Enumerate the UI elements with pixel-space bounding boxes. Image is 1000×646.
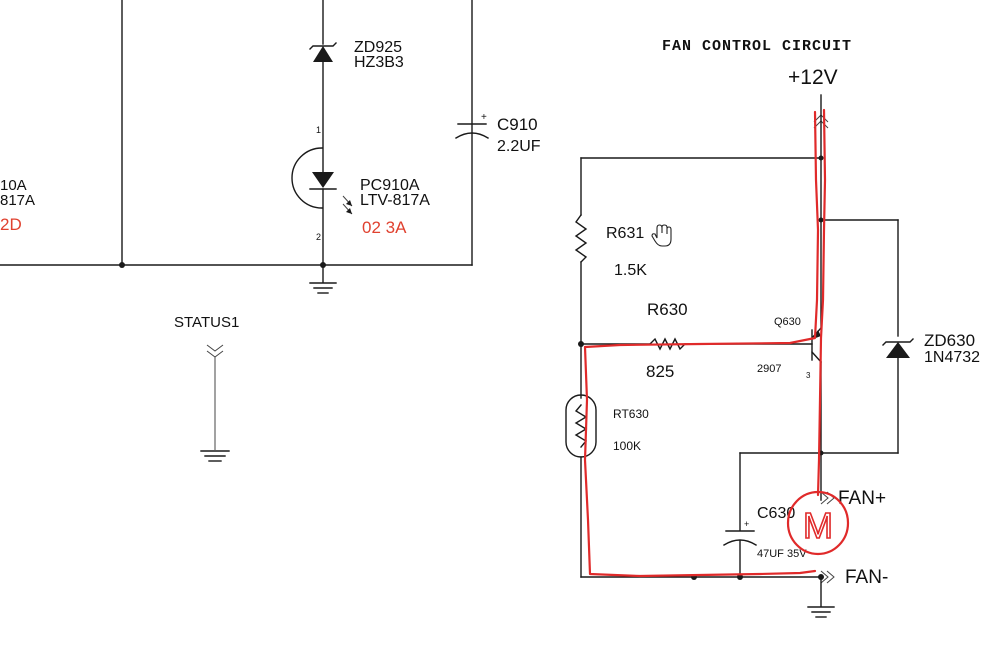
supply-trace <box>816 108 827 497</box>
zener-diode-icon <box>309 42 337 62</box>
hand-cursor-icon <box>651 224 672 247</box>
r630-ref: R630 <box>647 300 688 319</box>
motor-annotation-label: M <box>803 505 833 546</box>
capacitor-icon: + <box>455 112 489 139</box>
fan-plus-label: FAN+ <box>838 488 886 509</box>
c630-ref: C630 <box>757 505 795 522</box>
r631-value: 1.5K <box>614 262 647 279</box>
ground-symbol-icon <box>200 450 230 462</box>
ground-symbol-icon <box>807 606 835 618</box>
pc910a-ref: PC910A <box>360 177 420 194</box>
current-path-trace <box>583 110 820 578</box>
capacitor-icon: + <box>723 519 757 546</box>
rt630-ref: RT630 <box>613 407 649 421</box>
zener-diode-icon <box>882 338 914 358</box>
left-partial-label-1: 10A <box>0 177 27 194</box>
q630-value: 2907 <box>757 363 781 375</box>
zd630-ref: ZD630 <box>924 331 975 350</box>
r631-ref: R631 <box>606 225 644 242</box>
section-title: FAN CONTROL CIRCUIT <box>662 38 852 55</box>
c910-ref: C910 <box>497 115 538 134</box>
left-partial-label-2: 817A <box>0 192 35 209</box>
ground-symbol-icon <box>309 282 337 294</box>
r630-value: 825 <box>646 362 674 381</box>
annotation-red-pen: M <box>583 108 850 578</box>
zd630-value: 1N4732 <box>924 349 980 366</box>
pc910a-value: LTV-817A <box>360 192 430 209</box>
thermistor-icon <box>565 394 597 458</box>
junction-dot <box>119 262 125 268</box>
connector-arrow-icon <box>820 570 835 584</box>
left-partial-ref: 2D <box>0 215 22 234</box>
c630-value: 47UF 35V <box>757 548 807 560</box>
c630-plus-label: + <box>744 519 749 529</box>
opto-pin2-label: 2 <box>316 232 321 242</box>
zd925-value: HZ3B3 <box>354 54 404 71</box>
junction-dot <box>737 574 743 580</box>
c910-plus-label: + <box>481 112 487 123</box>
supply-label: +12V <box>788 66 838 89</box>
opto-pin1-label: 1 <box>316 125 321 135</box>
q630-pin3-label: 3 <box>806 371 811 380</box>
zd925-ref: ZD925 <box>354 39 402 56</box>
left-section: 10A 817A 2D ZD925 HZ3B3 1 2 PC910A LTV-8… <box>0 0 541 462</box>
fan-minus-label: FAN- <box>845 567 888 588</box>
optocoupler-icon <box>291 147 353 215</box>
motor-annotation-circle <box>786 490 850 556</box>
status-label: STATUS1 <box>174 314 239 331</box>
resistor-icon <box>574 214 588 263</box>
q630-ref: Q630 <box>774 316 801 328</box>
pc910a-location: 02 3A <box>362 218 407 237</box>
c910-value: 2.2UF <box>497 138 541 155</box>
connector-arrow-icon <box>206 344 224 358</box>
fan-control-section: FAN CONTROL CIRCUIT +12V R631 1.5K <box>565 38 980 618</box>
rt630-value: 100K <box>613 439 641 453</box>
